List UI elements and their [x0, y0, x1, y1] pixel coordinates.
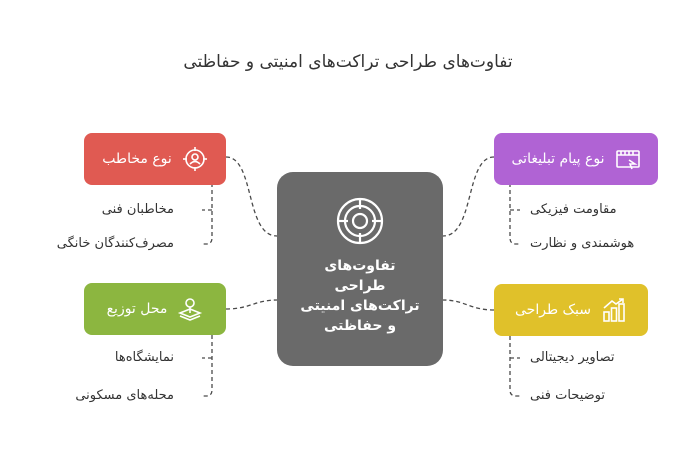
connector-bottom-right	[442, 299, 495, 311]
leaf-line-br	[509, 336, 520, 397]
map-pin-icon	[178, 298, 203, 321]
leaf-home-consumers: مصرف‌کنندگان خانگی	[56, 236, 174, 251]
person-target-icon	[182, 147, 207, 171]
node-label: محل توزیع	[106, 301, 168, 317]
connector-top-left	[225, 156, 278, 237]
leaf-exhibitions: نمایشگاه‌ها	[114, 350, 174, 365]
leaf-residential-areas: محله‌های مسکونی	[75, 388, 174, 403]
connector-bottom-left	[225, 299, 278, 310]
leaf-smart-monitoring: هوشمندی و نظارت	[530, 236, 635, 251]
node-audience-type: نوع مخاطب	[84, 133, 226, 185]
center-label: تفاوت‌های طراحی تراکت‌های امنیتی و حفاظت…	[300, 256, 419, 336]
leaf-digital-images: تصاویر دیجیتالی	[530, 350, 615, 365]
leaf-technical-audience: مخاطبان فنی	[101, 202, 174, 217]
node-label: نوع پیام تبلیغاتی	[511, 151, 605, 167]
center-label-line: تراکت‌های امنیتی	[300, 298, 420, 314]
leaf-line-tl	[202, 183, 213, 245]
node-label: نوع مخاطب	[102, 151, 172, 167]
center-node: تفاوت‌های طراحی تراکت‌های امنیتی و حفاظت…	[277, 172, 443, 366]
node-design-style: سبک طراحی	[494, 284, 648, 336]
target-icon	[336, 197, 384, 245]
growth-chart-icon	[603, 298, 625, 322]
leaf-physical-resistance: مقاومت فیزیکی	[530, 202, 617, 217]
leaf-technical-descriptions: توضیحات فنی	[530, 388, 605, 403]
center-label-line: طراحی	[334, 278, 386, 294]
node-distribution-place: محل توزیع	[84, 283, 226, 335]
leaf-line-bl	[202, 335, 213, 397]
film-clapper-icon	[615, 150, 640, 170]
diagram-title: تفاوت‌های طراحی تراکت‌های امنیتی و حفاظت…	[183, 52, 513, 72]
center-label-line: و حفاظتی	[323, 318, 397, 334]
node-ad-message-type: نوع پیام تبلیغاتی	[494, 133, 658, 185]
connector-top-right	[442, 156, 495, 237]
node-label: سبک طراحی	[515, 302, 592, 318]
center-label-line: تفاوت‌های	[324, 258, 396, 274]
leaf-line-tr	[509, 183, 520, 245]
